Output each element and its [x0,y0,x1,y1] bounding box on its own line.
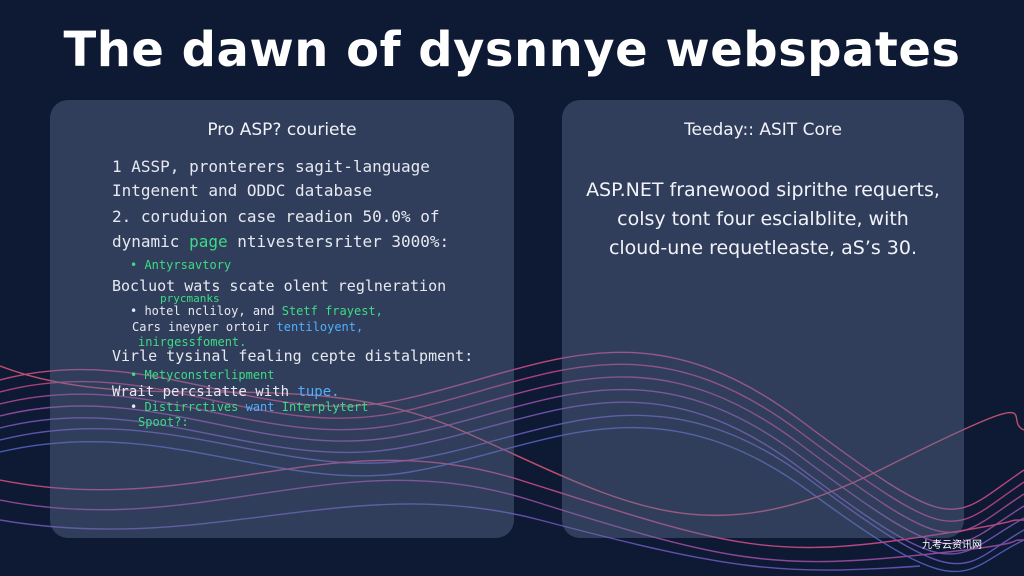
right-panel-body: ASP.NET franewood siprithe requerts, col… [562,176,964,263]
right-panel: Teeday:: ASIT Core ASP.NET franewood sip… [562,100,964,538]
code-keyword: Stetf frayest, [281,304,383,318]
right-panel-heading: Teeday:: ASIT Core [684,120,842,140]
code-word: dynamic [112,232,180,251]
body-line: colsy tont four escialblite, with [617,208,909,230]
code-line: Virle tysinal fealing cepte distalpment: [112,347,474,365]
body-line: cloud-une requetleaste, aS’s 30. [608,237,918,259]
code-bullet: • Antyrsavtory [130,258,232,272]
code-line: Spoot?: [138,415,189,429]
code-line: 2. coruduion case readion 50.0% of [112,207,440,226]
code-keyword: Distirrctives [144,400,239,414]
code-line: Bocluot wats scate olent reglneration [112,277,447,295]
left-panel-heading: Pro ASP? couriete [207,120,357,140]
page-title: The dawn of dysnnye webspates [63,22,961,78]
code-line: inirgessfoment. [138,335,247,349]
body-line: ASP.NET franewood siprithe requerts, [586,179,940,201]
code-line: Wrait percsiatte with tupe. [112,384,340,400]
code-line: Intgenent and ODDC database [112,181,373,200]
code-bullet-text: Metyconsterlipment [144,368,275,382]
code-keyword: Interplytert [281,400,369,414]
code-keyword: tupe. [297,384,340,400]
code-fragment: prycmanks [160,292,220,305]
code-word: hotel ncliloy, and [144,304,275,318]
left-panel: Pro ASP? couriete 1 ASSP, pronterers sag… [50,100,514,538]
code-line: 1 ASSP, pronterers sagit-language [112,157,430,176]
code-bullet: • hotel ncliloy, and Stetf frayest, [130,304,383,318]
code-keyword: page [189,232,228,251]
code-bullet: • Metyconsterlipment [130,368,275,382]
code-line: Cars ineyper ortoir tentiloyent, [132,320,363,334]
watermark: 九考云资讯网 [922,540,982,551]
code-line: dynamic page ntivestersriter 3000%: [112,232,449,251]
code-keyword: want [245,400,275,414]
code-keyword: tentiloyent, [276,320,364,334]
code-word: Cars ineyper ortoir [132,320,270,334]
code-word: ntivestersriter 3000%: [237,232,450,251]
code-bullet: • Distirrctives want Interplytert [130,400,369,414]
code-bullet-text: Antyrsavtory [144,258,232,272]
code-word: Wrait percsiatte with [112,384,290,400]
